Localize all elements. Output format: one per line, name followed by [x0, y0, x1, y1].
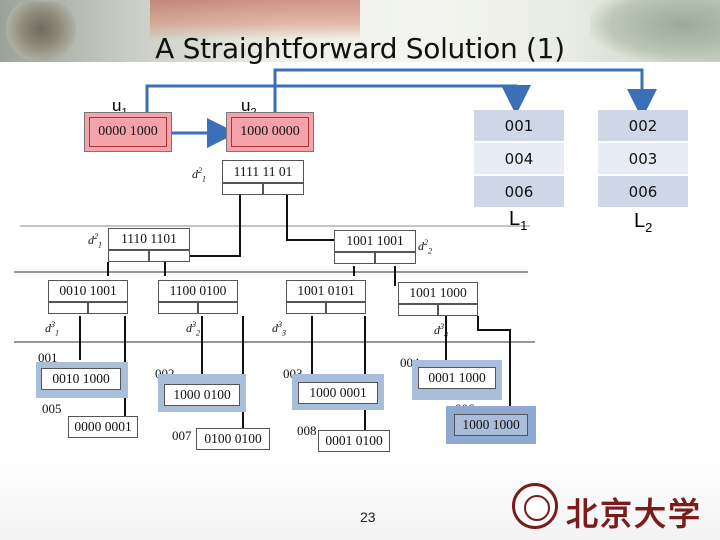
leaf-highlight-004: 0001 1000: [412, 360, 502, 400]
L1-item-1: 001: [474, 110, 564, 143]
leaf-id-005: 005: [42, 401, 62, 416]
leaf-id-008: 008: [297, 423, 317, 438]
result-table-L2: 002 003 006: [598, 110, 688, 209]
level3-node-2-slot-a: [158, 302, 198, 314]
leaf-006: 1000 1000: [454, 414, 528, 436]
header-banner: [0, 0, 720, 62]
level2-left-node: 1110 1101: [108, 228, 190, 250]
leaf-003: 1000 0001: [298, 382, 378, 404]
slide-title: A Straightforward Solution (1): [155, 32, 565, 65]
university-wordmark: 北京大学: [566, 495, 703, 533]
leaf-008: 0001 0100: [318, 430, 390, 452]
level2-right-label: d22: [418, 238, 432, 256]
level2-right-node: 1001 1001: [334, 230, 416, 252]
level3-node-4-label: d34: [434, 322, 448, 340]
level3-node-1-slot-b: [88, 302, 128, 314]
level2-left-label: d21: [88, 232, 102, 250]
L1-label: L1: [509, 208, 528, 233]
leaf-007: 0100 0100: [196, 428, 270, 450]
leaf-highlight-002: 1000 0100: [158, 374, 246, 412]
level2-left-slot-a: [108, 250, 149, 262]
level3-node-4-slot-a: [398, 304, 438, 316]
leaf-001: 0010 1000: [41, 368, 121, 390]
lion-statue-image: [6, 2, 76, 62]
L2-label: L2: [634, 210, 653, 235]
L2-item-2: 003: [598, 142, 688, 176]
L1-item-3: 006: [474, 175, 564, 209]
level3-node-2-label: d32: [186, 320, 200, 338]
tree-image: [590, 0, 720, 62]
leaf-005: 0000 0001: [68, 416, 138, 438]
query-u2-box: 1000 0000: [226, 112, 314, 152]
footer-area: [0, 455, 720, 540]
level3-node-2: 1100 0100: [158, 280, 238, 302]
level3-node-3-label: d33: [272, 320, 286, 338]
leaf-id-001: 001: [38, 350, 58, 365]
L2-item-3: 006: [598, 175, 688, 209]
level3-node-1-slot-a: [48, 302, 88, 314]
leaf-004: 0001 1000: [418, 367, 496, 389]
arrow-u2-to-L2: [273, 68, 657, 119]
level2-left-slot-b: [149, 250, 190, 262]
leaf-002: 1000 0100: [164, 384, 240, 406]
level3-node-1: 0010 1001: [48, 280, 128, 302]
level3-node-3: 1001 0101: [286, 280, 366, 302]
root-child-slot-right: [263, 183, 304, 195]
query-u1-value: 0000 1000: [89, 117, 167, 147]
leaf-id-007: 007: [172, 428, 192, 443]
root-child-slot-left: [222, 183, 263, 195]
L1-item-2: 004: [474, 142, 564, 176]
leaf-highlight-003: 1000 0001: [292, 374, 384, 410]
root-node: 1111 11 01: [222, 160, 304, 183]
level3-node-4: 1001 1000: [398, 282, 478, 304]
arrow-u1-to-L1: [145, 84, 531, 115]
page-number: 23: [360, 509, 376, 525]
query-u1-box: 0000 1000: [84, 112, 172, 152]
university-seal-icon: [512, 483, 558, 529]
level3-node-4-slot-b: [438, 304, 478, 316]
L2-item-1: 002: [598, 110, 688, 143]
level3-node-2-slot-b: [198, 302, 238, 314]
level2-right-slot-a: [334, 252, 375, 264]
level3-node-3-slot-a: [286, 302, 326, 314]
level3-node-1-label: d31: [45, 320, 59, 338]
root-node-label: d21: [192, 166, 206, 184]
leaf-highlight-001: 0010 1000: [36, 362, 128, 398]
query-u2-value: 1000 0000: [231, 117, 309, 147]
leaf-highlight-006: 1000 1000: [446, 406, 536, 444]
level3-node-3-slot-b: [326, 302, 366, 314]
pavilion-roof-image: [150, 0, 360, 40]
level2-right-slot-b: [375, 252, 416, 264]
result-table-L1: 001 004 006: [474, 110, 564, 209]
